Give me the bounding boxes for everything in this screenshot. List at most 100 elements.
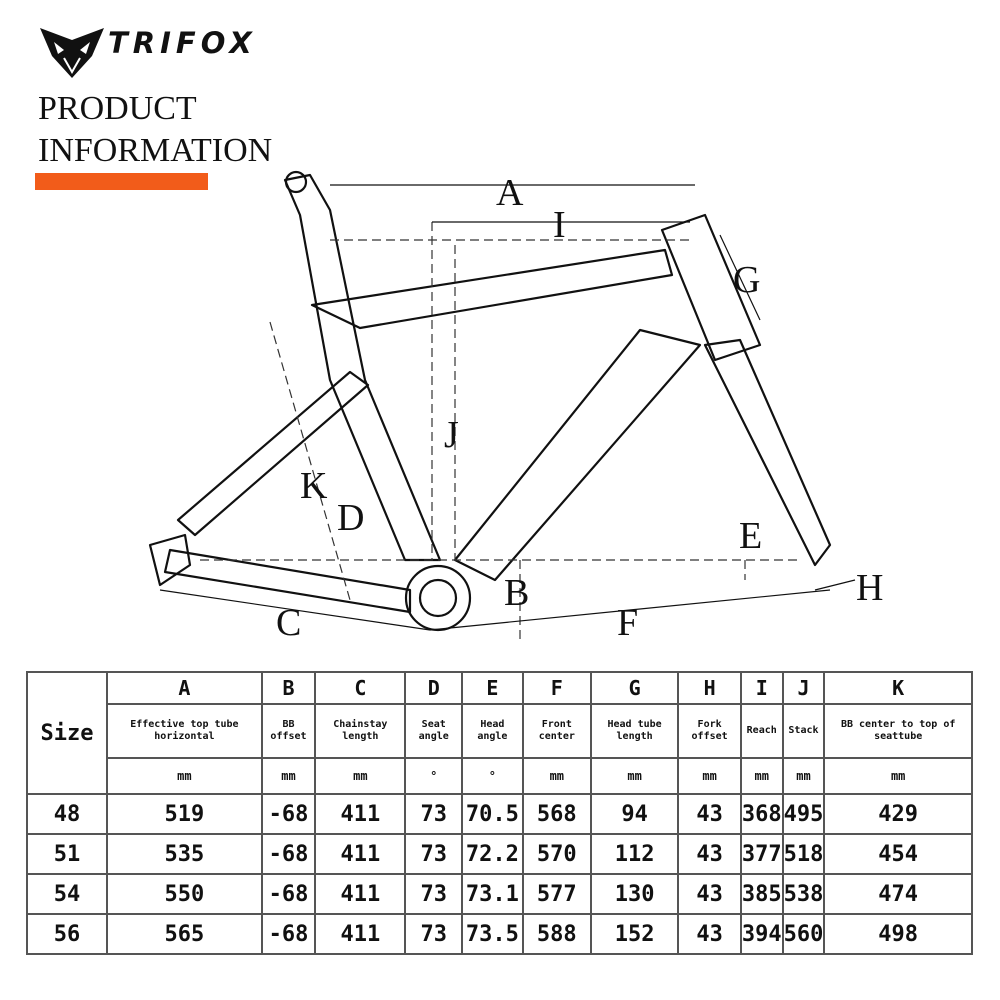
value-cell: 73 bbox=[404, 873, 463, 915]
label-d: D bbox=[337, 497, 364, 539]
label-j: J bbox=[444, 414, 459, 456]
accent-bar bbox=[35, 173, 208, 190]
label-g: G bbox=[733, 259, 760, 301]
col-unit: ° bbox=[404, 757, 463, 795]
value-cell: 519 bbox=[106, 793, 263, 835]
value-cell: 538 bbox=[781, 873, 826, 915]
col-description: Seat angle bbox=[404, 703, 463, 759]
col-letter: F bbox=[521, 671, 592, 705]
value-cell: 550 bbox=[106, 873, 263, 915]
table-row: 54 550 -68 411 73 73.1 577 130 43 385 53… bbox=[26, 873, 973, 915]
col-description: Reach bbox=[739, 703, 784, 759]
col-unit: mm bbox=[739, 757, 784, 795]
size-cell: 51 bbox=[26, 833, 108, 875]
value-cell: 43 bbox=[677, 833, 742, 875]
value-cell: 73 bbox=[404, 913, 463, 955]
label-i: I bbox=[553, 204, 566, 246]
value-cell: 498 bbox=[823, 913, 973, 955]
value-cell: 411 bbox=[314, 833, 407, 875]
col-letter: G bbox=[589, 671, 680, 705]
value-cell: 411 bbox=[314, 793, 407, 835]
col-letter: D bbox=[404, 671, 463, 705]
col-letter: K bbox=[823, 671, 973, 705]
col-unit: mm bbox=[260, 757, 317, 795]
col-description: BB offset bbox=[260, 703, 317, 759]
col-letter: I bbox=[739, 671, 784, 705]
value-cell: 112 bbox=[589, 833, 680, 875]
value-cell: -68 bbox=[260, 833, 317, 875]
col-letter: B bbox=[260, 671, 317, 705]
value-cell: 152 bbox=[589, 913, 680, 955]
value-cell: 43 bbox=[677, 873, 742, 915]
value-cell: 385 bbox=[739, 873, 784, 915]
value-cell: 73.1 bbox=[460, 873, 524, 915]
value-cell: 72.2 bbox=[460, 833, 524, 875]
value-cell: -68 bbox=[260, 913, 317, 955]
value-cell: 560 bbox=[781, 913, 826, 955]
col-letter: C bbox=[314, 671, 407, 705]
label-k: K bbox=[300, 465, 328, 507]
value-cell: 43 bbox=[677, 793, 742, 835]
value-cell: 535 bbox=[106, 833, 263, 875]
value-cell: -68 bbox=[260, 873, 317, 915]
frame-geometry-diagram: A I G J K D E B C F H bbox=[148, 170, 883, 644]
label-b: B bbox=[504, 572, 529, 614]
col-description: Effective top tube horizontal bbox=[106, 703, 263, 759]
page-title: PRODUCT INFORMATION bbox=[38, 88, 272, 172]
value-cell: 73.5 bbox=[460, 913, 524, 955]
value-cell: 130 bbox=[589, 873, 680, 915]
col-description: BB center to top of seattube bbox=[823, 703, 973, 759]
col-description: Head tube length bbox=[589, 703, 680, 759]
col-letter: E bbox=[460, 671, 524, 705]
col-unit: mm bbox=[314, 757, 407, 795]
value-cell: 411 bbox=[314, 913, 407, 955]
size-header: Size bbox=[26, 671, 108, 795]
size-cell: 48 bbox=[26, 793, 108, 835]
table-row: 48 519 -68 411 73 70.5 568 94 43 368 495… bbox=[26, 793, 973, 835]
label-h: H bbox=[856, 567, 883, 609]
value-cell: 495 bbox=[781, 793, 826, 835]
col-letter: J bbox=[781, 671, 826, 705]
col-unit: mm bbox=[589, 757, 680, 795]
label-c: C bbox=[276, 602, 301, 644]
table-row: 56 565 -68 411 73 73.5 588 152 43 394 56… bbox=[26, 913, 973, 955]
value-cell: 70.5 bbox=[460, 793, 524, 835]
col-letter: A bbox=[106, 671, 263, 705]
col-unit: mm bbox=[823, 757, 973, 795]
label-f: F bbox=[617, 602, 638, 644]
table-row: 51 535 -68 411 73 72.2 570 112 43 377 51… bbox=[26, 833, 973, 875]
value-cell: -68 bbox=[260, 793, 317, 835]
value-cell: 73 bbox=[404, 793, 463, 835]
geometry-table: Size A B C D E F G H I J K Effective top… bbox=[26, 671, 973, 955]
title-line-2: INFORMATION bbox=[38, 132, 273, 169]
value-cell: 429 bbox=[823, 793, 973, 835]
col-description: Chainstay length bbox=[314, 703, 407, 759]
value-cell: 368 bbox=[739, 793, 784, 835]
col-description: Fork offset bbox=[677, 703, 742, 759]
col-unit: mm bbox=[106, 757, 263, 795]
label-e: E bbox=[739, 515, 762, 557]
value-cell: 411 bbox=[314, 873, 407, 915]
value-cell: 73 bbox=[404, 833, 463, 875]
value-cell: 565 bbox=[106, 913, 263, 955]
col-unit: ° bbox=[460, 757, 524, 795]
value-cell: 454 bbox=[823, 833, 973, 875]
value-cell: 43 bbox=[677, 913, 742, 955]
size-cell: 56 bbox=[26, 913, 108, 955]
fox-head-icon bbox=[40, 28, 104, 78]
col-unit: mm bbox=[781, 757, 826, 795]
brand-name: TRIFOX bbox=[108, 26, 257, 60]
table-header-descriptions: Effective top tube horizontal BB offset … bbox=[27, 703, 973, 759]
size-cell: 54 bbox=[26, 873, 108, 915]
value-cell: 377 bbox=[739, 833, 784, 875]
table-header-units: mm mm mm ° ° mm mm mm mm mm mm bbox=[27, 757, 973, 795]
value-cell: 518 bbox=[781, 833, 826, 875]
value-cell: 474 bbox=[823, 873, 973, 915]
value-cell: 577 bbox=[521, 873, 592, 915]
col-description: Stack bbox=[781, 703, 826, 759]
col-description: Head angle bbox=[460, 703, 524, 759]
value-cell: 570 bbox=[521, 833, 592, 875]
value-cell: 588 bbox=[521, 913, 592, 955]
value-cell: 394 bbox=[739, 913, 784, 955]
value-cell: 94 bbox=[589, 793, 680, 835]
